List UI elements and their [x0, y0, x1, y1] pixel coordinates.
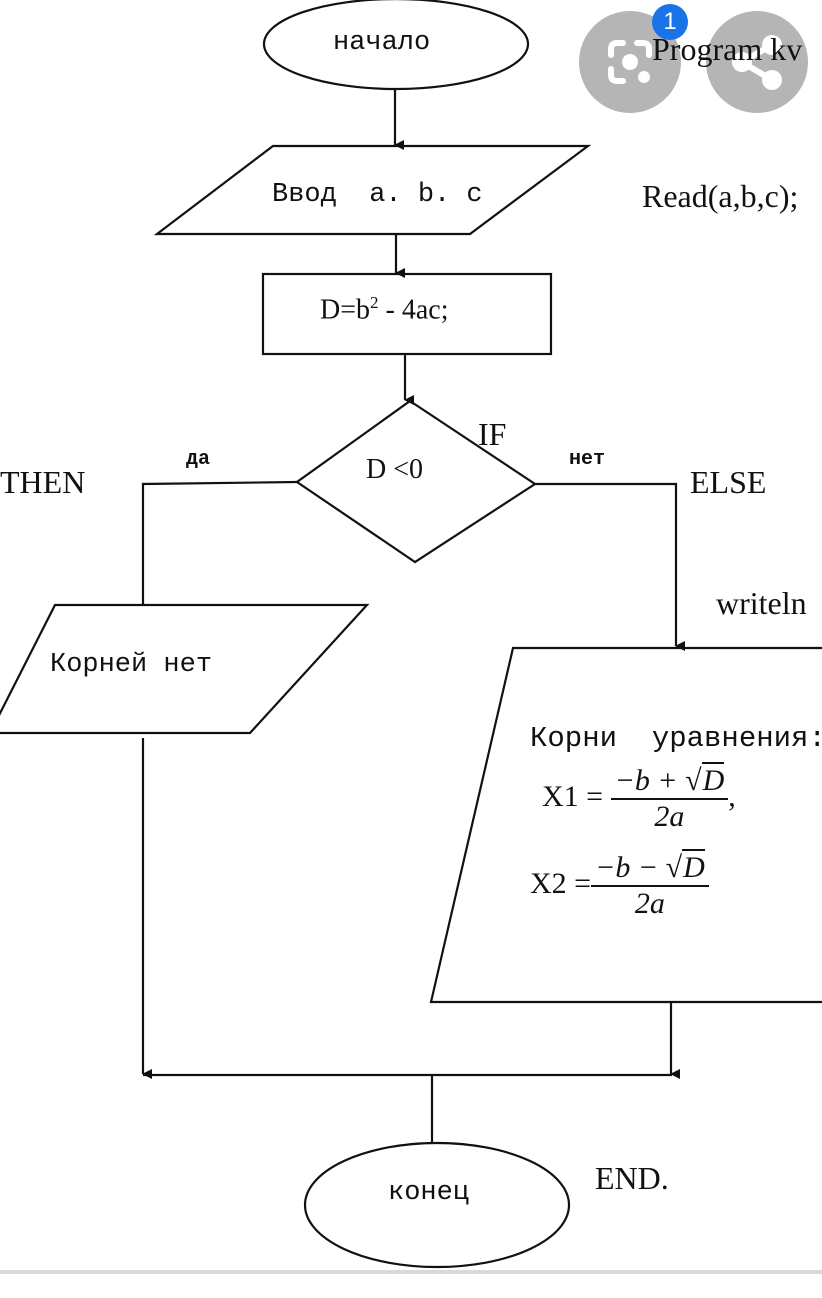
else-annotation: ELSE — [690, 464, 767, 500]
no-roots-parallelogram — [0, 603, 370, 735]
input-parallelogram — [153, 144, 592, 236]
process-exponent: 2 — [370, 293, 379, 312]
process-suffix: - 4ac; — [378, 294, 449, 326]
roots-output-parallelogram — [429, 646, 822, 1004]
decision-label: D <0 — [366, 454, 424, 485]
x2-numerator: −b − √D — [591, 849, 709, 887]
end-label: конец — [388, 1178, 470, 1208]
x2-sqrt-arg: D — [682, 849, 705, 884]
x1-sqrt-arg: D — [701, 762, 725, 797]
if-annotation: IF — [478, 416, 507, 452]
no-branch-line — [535, 482, 685, 651]
bottom-divider — [0, 1270, 822, 1274]
start-label: начало — [333, 28, 431, 58]
x2-num-prefix: −b − — [595, 851, 666, 884]
x1-num-prefix: −b + — [614, 764, 686, 797]
process-label: D=b2 - 4ac; — [320, 294, 448, 324]
x1-numerator: −b + √D — [610, 762, 729, 800]
yes-branch-line — [141, 480, 298, 605]
x1-comma: , — [728, 779, 736, 813]
read-annotation: Read(a,b,c); — [642, 178, 799, 214]
input-label: Ввод a. b. c — [272, 180, 483, 210]
roots-title: Корни уравнения: — [530, 722, 822, 755]
writeln-annotation: writeln — [716, 585, 807, 621]
lens-badge: 1 — [652, 4, 688, 40]
x1-denominator: 2a — [654, 800, 685, 833]
process-prefix: D=b — [320, 294, 371, 326]
decision-diamond — [295, 399, 538, 564]
then-annotation: THEN — [0, 464, 86, 500]
end-annotation: END. — [595, 1160, 669, 1196]
x1-sqrt-sign: √ — [685, 764, 702, 797]
lens-icon — [608, 40, 652, 84]
x2-sqrt-sign: √ — [665, 851, 683, 884]
x2-denominator: 2a — [634, 887, 665, 920]
share-icon — [732, 35, 782, 90]
no-label: нет — [569, 448, 606, 471]
no-roots-label: Корней нет — [50, 650, 213, 680]
x2-lhs: X2 = — [530, 866, 592, 900]
yes-label: да — [186, 448, 211, 471]
process-box — [261, 272, 553, 356]
end-terminator — [303, 1141, 571, 1269]
share-button[interactable] — [706, 11, 808, 113]
x1-lhs: X1 = — [542, 779, 611, 813]
